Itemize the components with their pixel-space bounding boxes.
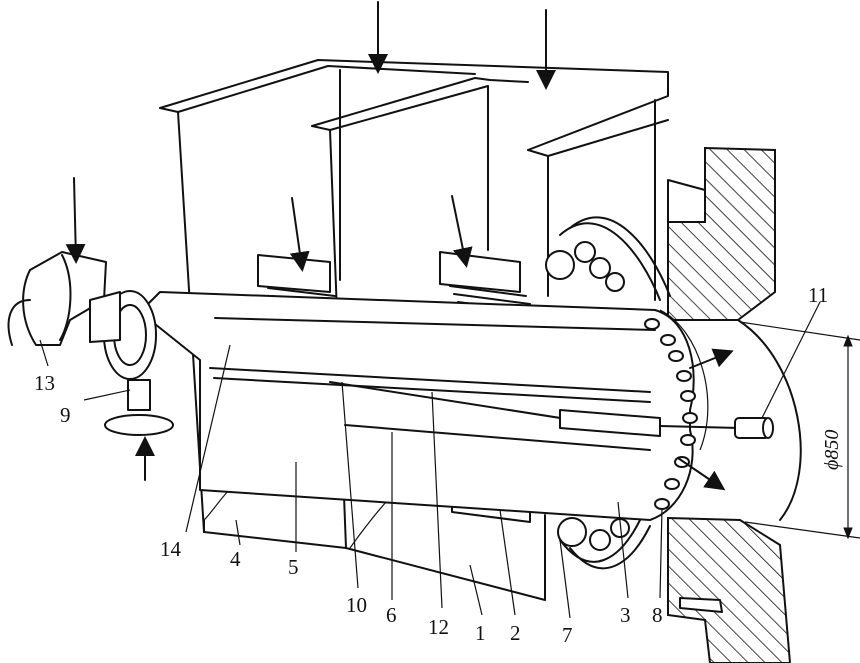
burner-tube — [139, 291, 802, 521]
label-7: 7 — [562, 623, 573, 647]
label-8: 8 — [652, 603, 663, 627]
dimension-line — [739, 321, 860, 540]
cooling-coil-upper — [545, 216, 671, 301]
label-6: 6 — [386, 603, 397, 627]
label-4: 4 — [230, 547, 241, 571]
fan — [7, 251, 121, 346]
label-14: 14 — [160, 537, 182, 561]
cooling-coil-lower — [557, 517, 651, 570]
label-10: 10 — [346, 593, 367, 617]
furnace-wall — [667, 146, 792, 663]
leader-lines — [39, 301, 821, 619]
flow-arrows — [65, 1, 734, 491]
label-12: 12 — [428, 615, 449, 639]
dimension-label: ϕ850 — [821, 430, 843, 470]
label-2: 2 — [510, 621, 521, 645]
label-9: 9 — [60, 403, 71, 427]
air-holes — [644, 318, 698, 510]
label-13: 13 — [34, 371, 55, 395]
label-3: 3 — [620, 603, 631, 627]
label-1: 1 — [475, 621, 486, 645]
label-5: 5 — [288, 555, 299, 579]
label-11: 11 — [808, 283, 828, 307]
part-labels: 1 2 3 4 5 6 7 8 9 10 11 12 13 14 ϕ850 — [34, 283, 843, 647]
